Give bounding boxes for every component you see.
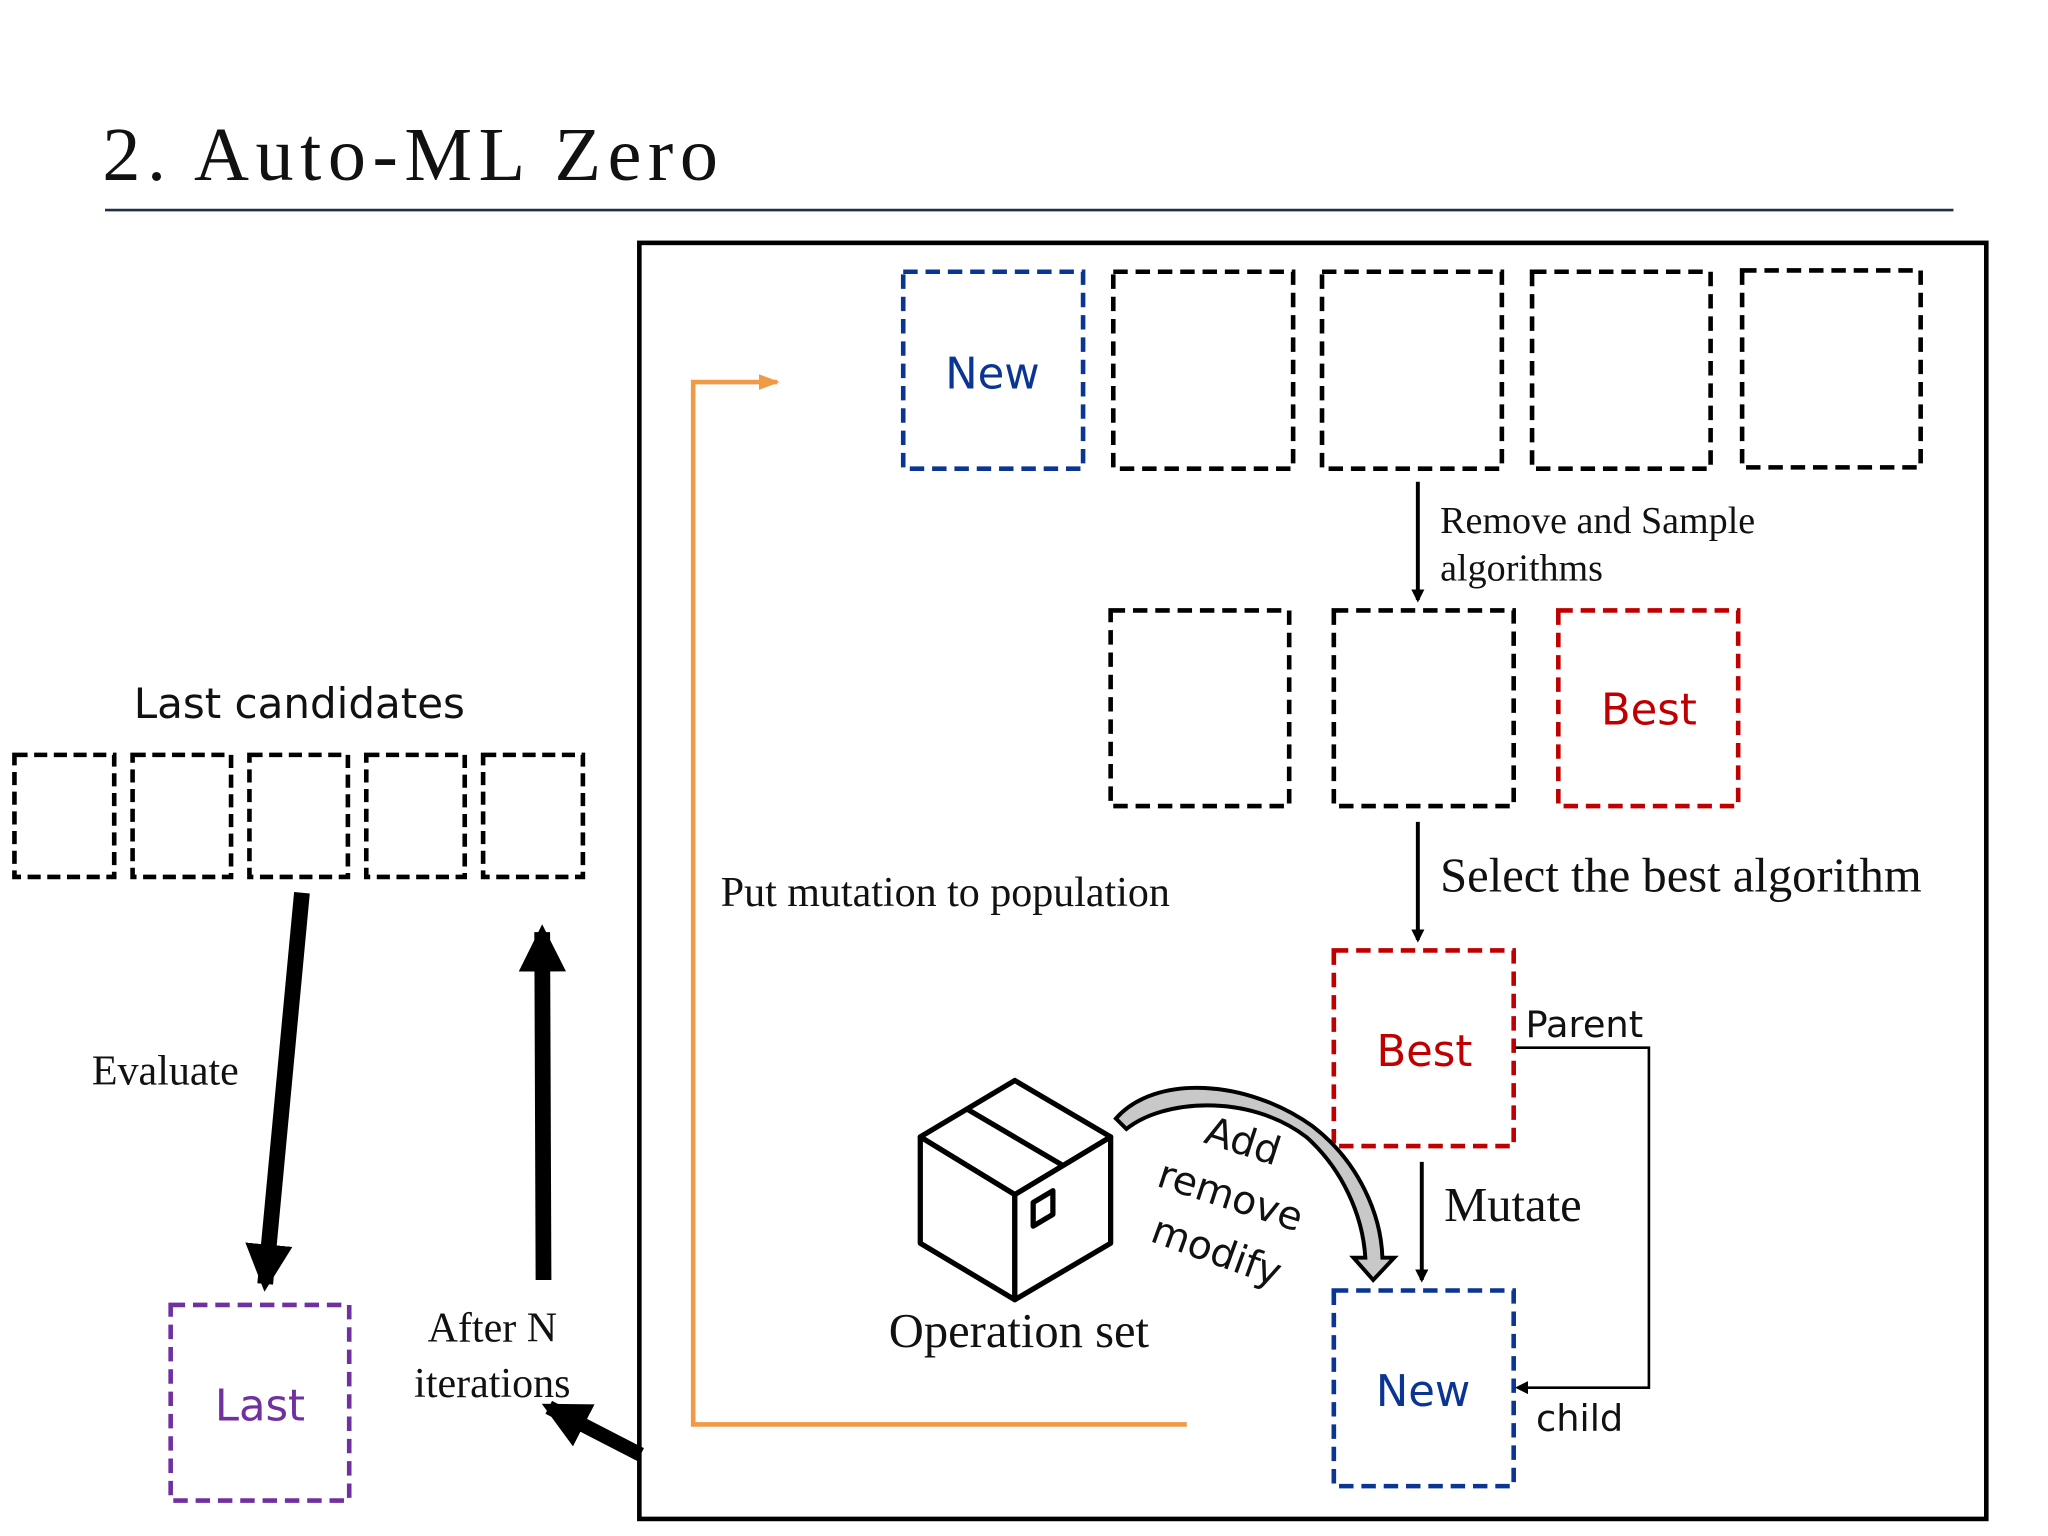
after-n-label: After N (428, 1306, 557, 1352)
population-row (900, 268, 1923, 471)
loop-label: Put mutation to population (721, 870, 1170, 916)
population-new-box (900, 269, 1086, 471)
candidate-box (247, 752, 351, 880)
iterations-label: iterations (414, 1361, 570, 1407)
candidate-box (130, 752, 234, 880)
last-candidates-row (12, 752, 586, 880)
child-new-box (1331, 1288, 1516, 1489)
evaluate-arrow (245, 891, 310, 1292)
exit-arrow (541, 1400, 644, 1462)
sampled-row (1108, 608, 1741, 809)
population-new-label: New (945, 350, 1039, 400)
sampled-best-label: Best (1601, 686, 1697, 736)
evolution-frame (637, 240, 1989, 1522)
last-box (168, 1302, 352, 1503)
last-label: Last (215, 1381, 305, 1431)
sample-label-line1: Remove and Sample (1440, 500, 1755, 542)
parent-child-connector (1514, 1046, 1651, 1395)
population-box (1110, 269, 1296, 471)
sampled-box (1108, 608, 1292, 809)
candidate-box (480, 752, 586, 880)
child-label: child (1536, 1397, 1623, 1440)
evaluate-label: Evaluate (92, 1048, 239, 1094)
population-box (1319, 269, 1505, 471)
operation-set-label: Operation set (889, 1304, 1150, 1358)
candidate-box (363, 752, 468, 880)
curved-mutation-arrow (1113, 1085, 1399, 1283)
loop-arrow (690, 374, 1187, 1427)
mutate-label: Mutate (1444, 1178, 1582, 1232)
return-up-arrow (518, 924, 566, 1281)
sample-label-line2: algorithms (1440, 547, 1603, 589)
candidate-box (12, 752, 117, 880)
page-title: 2. Auto-ML Zero (102, 113, 724, 197)
parent-label: Parent (1525, 1003, 1643, 1046)
last-candidates-label: Last candidates (134, 679, 465, 728)
sampled-best-box (1556, 608, 1741, 809)
sampled-box (1331, 608, 1516, 809)
parent-best-box (1331, 948, 1516, 1149)
select-label: Select the best algorithm (1440, 848, 1922, 902)
child-new-label: New (1376, 1367, 1470, 1417)
population-box (1739, 268, 1923, 470)
box-icon (917, 1077, 1114, 1303)
parent-best-label: Best (1376, 1027, 1472, 1077)
population-box (1529, 269, 1713, 471)
